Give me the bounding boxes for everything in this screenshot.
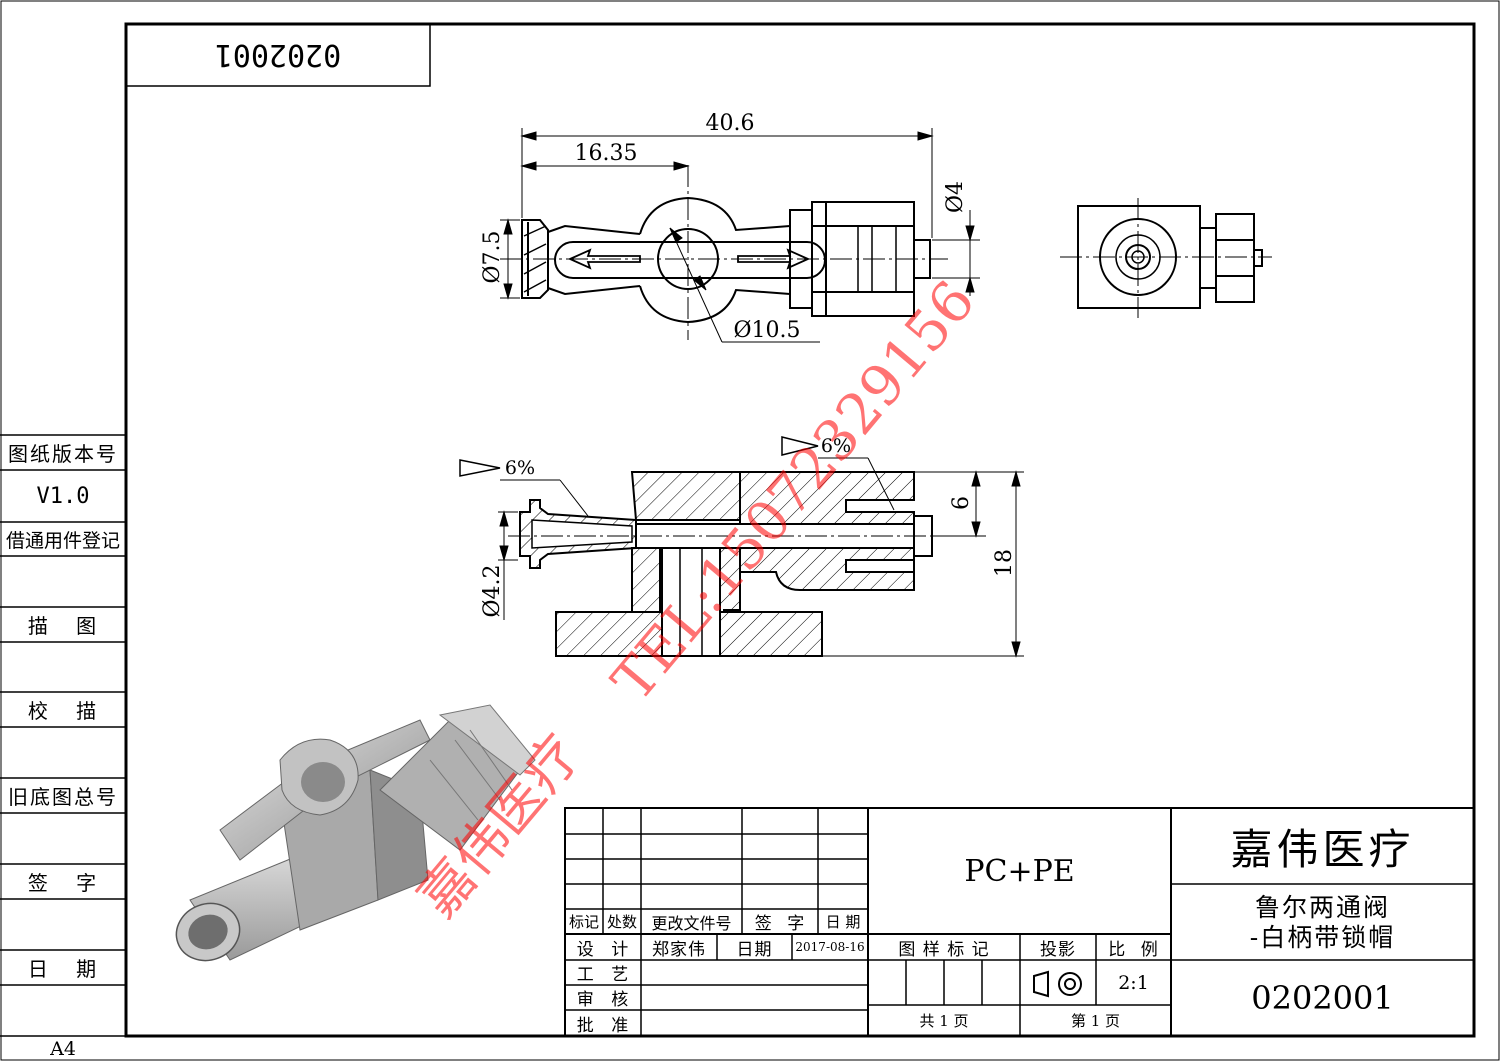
borrow-label: 借通用件登记 [5, 529, 120, 552]
side-table-grid [0, 434, 126, 1037]
dim-dia-tip: Ø4 [942, 180, 968, 214]
paper-size: A4 [50, 1038, 76, 1060]
dim-handle-offset: 16.35 [574, 140, 638, 166]
date-label: 日 期 [27, 957, 99, 981]
part-name-line2: -白柄带锁帽 [1249, 923, 1396, 952]
rev-header-doc: 更改文件号 [651, 913, 732, 933]
sample-mark-label: 图 样 标 记 [898, 939, 990, 960]
review-label: 审 核 [576, 990, 630, 1010]
drawing-number-top: 0202001 [214, 37, 342, 73]
rev-header-mark: 标记 [568, 913, 599, 931]
total-pages: 共 1 页 [919, 1012, 969, 1030]
material: PC+PE [964, 853, 1075, 889]
design-date-label: 日期 [736, 939, 773, 960]
process-label: 工 艺 [576, 965, 630, 985]
company-name: 嘉伟医疗 [1230, 824, 1415, 874]
isometric-render [175, 704, 536, 962]
check-trace-label: 校 描 [27, 699, 99, 723]
approve-label: 批 准 [576, 1015, 630, 1036]
projection-symbol-icon [1033, 970, 1082, 998]
section-dimensions [459, 436, 1024, 658]
part-name-line1: 鲁尔两通阀 [1254, 893, 1390, 922]
design-date: 2017-08-16 [795, 940, 865, 954]
drawing-number: 0202001 [1251, 979, 1394, 1017]
scale-label: 比 例 [1108, 939, 1159, 960]
title-block-grid [564, 807, 1475, 1037]
dim-overall-length: 40.6 [705, 110, 755, 136]
rev-header-sign: 签 字 [754, 914, 806, 934]
dim-taper-left: 6% [504, 457, 536, 479]
rev-header-date: 日 期 [825, 913, 861, 931]
version-label: 图纸版本号 [8, 442, 118, 466]
sign-label: 签 字 [27, 871, 99, 895]
page-number: 第 1 页 [1070, 1012, 1121, 1030]
dim-18: 18 [991, 549, 1017, 577]
top-view-dimensions [500, 128, 980, 343]
design-label: 设 计 [576, 939, 630, 960]
dim-6: 6 [948, 496, 974, 510]
dim-dia-left: Ø7.5 [479, 230, 505, 284]
dim-dia-hub: Ø10.5 [733, 317, 801, 343]
dim-taper-right: 6% [820, 435, 852, 457]
trace-label: 描 图 [27, 614, 99, 638]
top-view [521, 196, 931, 324]
dim-dia-bore: Ø4.2 [479, 564, 505, 618]
rev-header-count: 处数 [606, 913, 637, 931]
old-number-label: 旧底图总号 [8, 785, 118, 809]
version-value: V1.0 [36, 483, 90, 509]
designer-name: 郑家伟 [652, 939, 706, 960]
projection-label: 投影 [1040, 939, 1076, 960]
scale-value: 2:1 [1118, 971, 1149, 994]
